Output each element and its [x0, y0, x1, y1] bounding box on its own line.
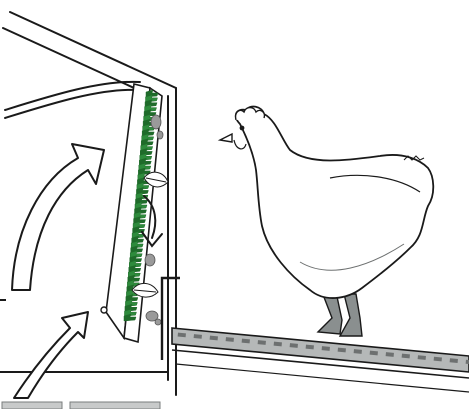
roof-line-outer	[10, 12, 176, 88]
belt-tick	[434, 357, 442, 362]
dirt-particle	[155, 319, 161, 325]
belt-tick	[274, 342, 282, 347]
belt-top	[172, 328, 469, 372]
belt-tick	[306, 345, 314, 350]
belt-tick	[210, 336, 218, 341]
belt-tick	[322, 346, 330, 351]
bottom-strip	[2, 402, 62, 409]
panel-bolt	[101, 307, 107, 313]
hen-icon	[220, 107, 433, 336]
hen-leg-front	[340, 294, 362, 336]
belt-tick	[466, 360, 469, 365]
curved-arrow-icon	[0, 144, 104, 398]
hen-wattle	[234, 140, 246, 149]
bottom-strips	[2, 402, 160, 409]
dirt-particle	[157, 131, 163, 139]
belt-tick	[354, 349, 362, 354]
belt-tick	[178, 333, 186, 338]
belt-tick	[386, 352, 394, 357]
hen-beak	[220, 134, 232, 142]
belt-tick	[402, 354, 410, 359]
bottom-strip	[70, 402, 160, 409]
inner-ceiling-arc	[5, 82, 140, 110]
dirt-particle	[151, 115, 161, 129]
dirt-particle	[145, 254, 155, 266]
hen-eye	[240, 126, 245, 131]
gate-latch	[162, 278, 180, 360]
belt-tick	[450, 358, 458, 363]
belt-tick	[290, 343, 298, 348]
conveyor-belt	[172, 328, 469, 392]
belt-tick	[338, 348, 346, 353]
curved-arrow-upper	[12, 144, 104, 290]
belt-tick	[242, 339, 250, 344]
belt-tick	[258, 340, 266, 345]
curved-arrow-lower	[14, 312, 88, 398]
belt-tick	[370, 351, 378, 356]
belt-tick	[226, 337, 234, 342]
belt-tick	[418, 355, 426, 360]
belt-tick	[194, 334, 202, 339]
hen-body	[236, 107, 434, 299]
